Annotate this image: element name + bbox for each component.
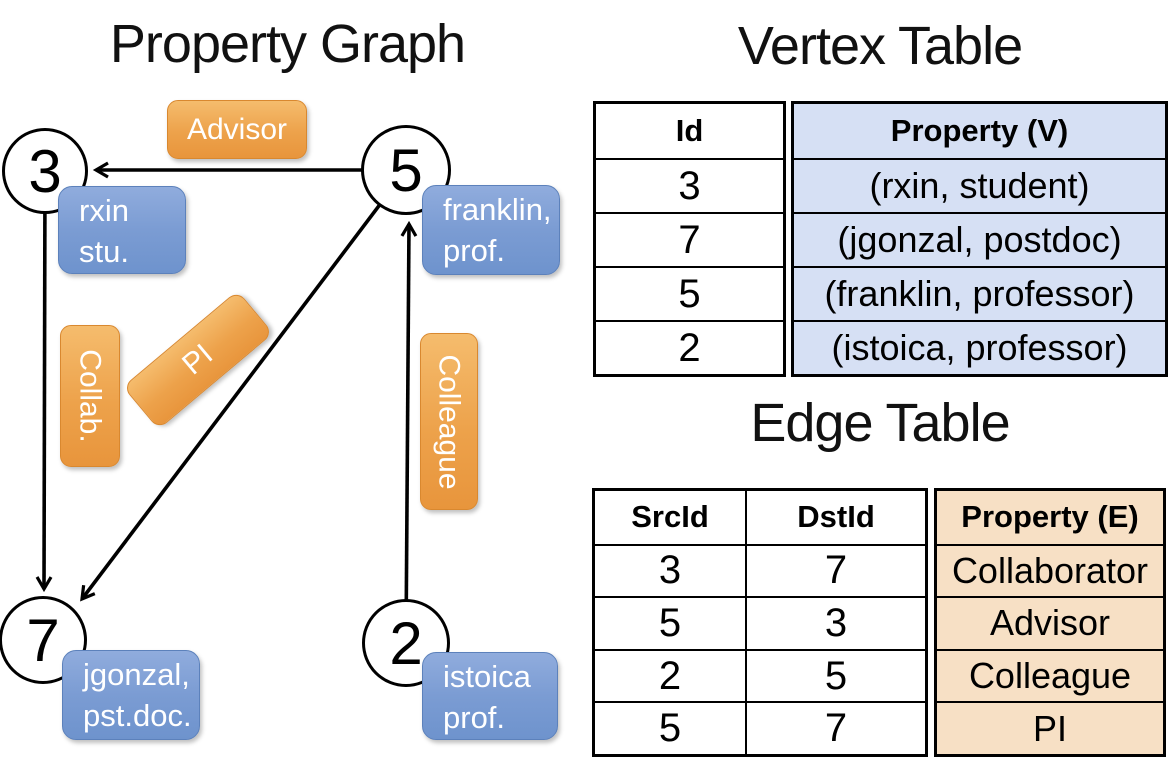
table-cell: 2 (595, 648, 745, 702)
vertex-label-line: prof. (443, 700, 506, 735)
graph-edges-layer (35, 161, 418, 644)
vertex-label-line: istoica (443, 659, 531, 694)
table-cell: Colleague (937, 648, 1163, 702)
edge-table-id-columns: SrcId DstId 3 7 5 3 2 5 5 7 (592, 488, 928, 757)
table-cell: Advisor (937, 596, 1163, 649)
vertex-table-property-column: Property (V) (rxin, student) (jgonzal, p… (791, 101, 1168, 377)
vertex-label-franklin: franklin, prof. (422, 185, 560, 275)
column-header: Property (E) (961, 499, 1139, 535)
table-cell: (istoica, professor) (794, 320, 1165, 374)
edge-label-colleague: Colleague (420, 333, 478, 510)
table-cell: 7 (596, 212, 783, 266)
node-id-label: 7 (26, 606, 60, 674)
table-cell: PI (937, 701, 1163, 754)
vertex-label-line: stu. (79, 234, 129, 269)
table-cell: (franklin, professor) (794, 266, 1165, 320)
table-cell: (jgonzal, postdoc) (794, 212, 1165, 266)
edge-table-title: Edge Table (750, 393, 1010, 453)
edge-pi-arrow (80, 168, 408, 602)
vertex-label-istoica: istoica prof. (422, 652, 558, 740)
edge-table: SrcId DstId 3 7 5 3 2 5 5 7 Property (E)… (592, 488, 1166, 757)
table-cell: 3 (596, 158, 783, 212)
vertex-label-rxin: rxin stu. (58, 186, 186, 274)
edge-label-text: Colleague (433, 353, 467, 490)
property-graph-title: Property Graph (109, 14, 466, 74)
table-cell: 5 (596, 266, 783, 320)
node-id-label: 5 (389, 136, 423, 204)
edge-label-text: Advisor (186, 112, 288, 146)
edge-label-advisor: Advisor (167, 100, 307, 159)
edge-label-collab: Collab. (60, 325, 120, 467)
vertex-table: Id 3 7 5 2 Property (V) (rxin, student) … (593, 101, 1168, 377)
column-header: SrcId (631, 499, 709, 535)
table-cell: 7 (745, 701, 925, 754)
table-cell: (rxin, student) (794, 158, 1165, 212)
table-cell: 3 (745, 596, 925, 649)
vertex-label-line: prof. (443, 233, 506, 268)
vertex-label-line: pst.doc. (83, 698, 192, 733)
table-cell: Collaborator (937, 543, 1163, 597)
table-cell: 2 (596, 320, 783, 374)
vertex-label-jgonzal: jgonzal, pst.doc. (62, 650, 200, 740)
edge-label-text: PI (176, 337, 220, 382)
column-header: DstId (745, 491, 925, 544)
node-id-label: 3 (28, 137, 62, 205)
vertex-table-title: Vertex Table (737, 16, 1023, 76)
vertex-table-id-column: Id 3 7 5 2 (593, 101, 786, 377)
vertex-label-line: jgonzal, (83, 657, 190, 692)
table-cell: 3 (595, 543, 745, 597)
column-header: Id (675, 113, 704, 148)
column-header: Property (V) (890, 113, 1069, 148)
graph-node-2: 2 (362, 599, 450, 687)
table-cell: 5 (595, 701, 745, 754)
edge-table-property-column: Property (E) Collaborator Advisor Collea… (934, 488, 1166, 757)
vertex-label-line: franklin, (443, 192, 552, 227)
table-cell: 5 (745, 648, 925, 702)
edge-label-text: Collab. (74, 349, 108, 443)
table-cell: 7 (745, 543, 925, 597)
table-cell: 5 (595, 596, 745, 649)
edge-colleague-arrow (400, 220, 418, 644)
node-id-label: 2 (389, 609, 423, 677)
vertex-label-line: rxin (79, 193, 129, 228)
graph-node-5: 5 (361, 125, 451, 215)
edge-collab-arrow (35, 171, 53, 593)
